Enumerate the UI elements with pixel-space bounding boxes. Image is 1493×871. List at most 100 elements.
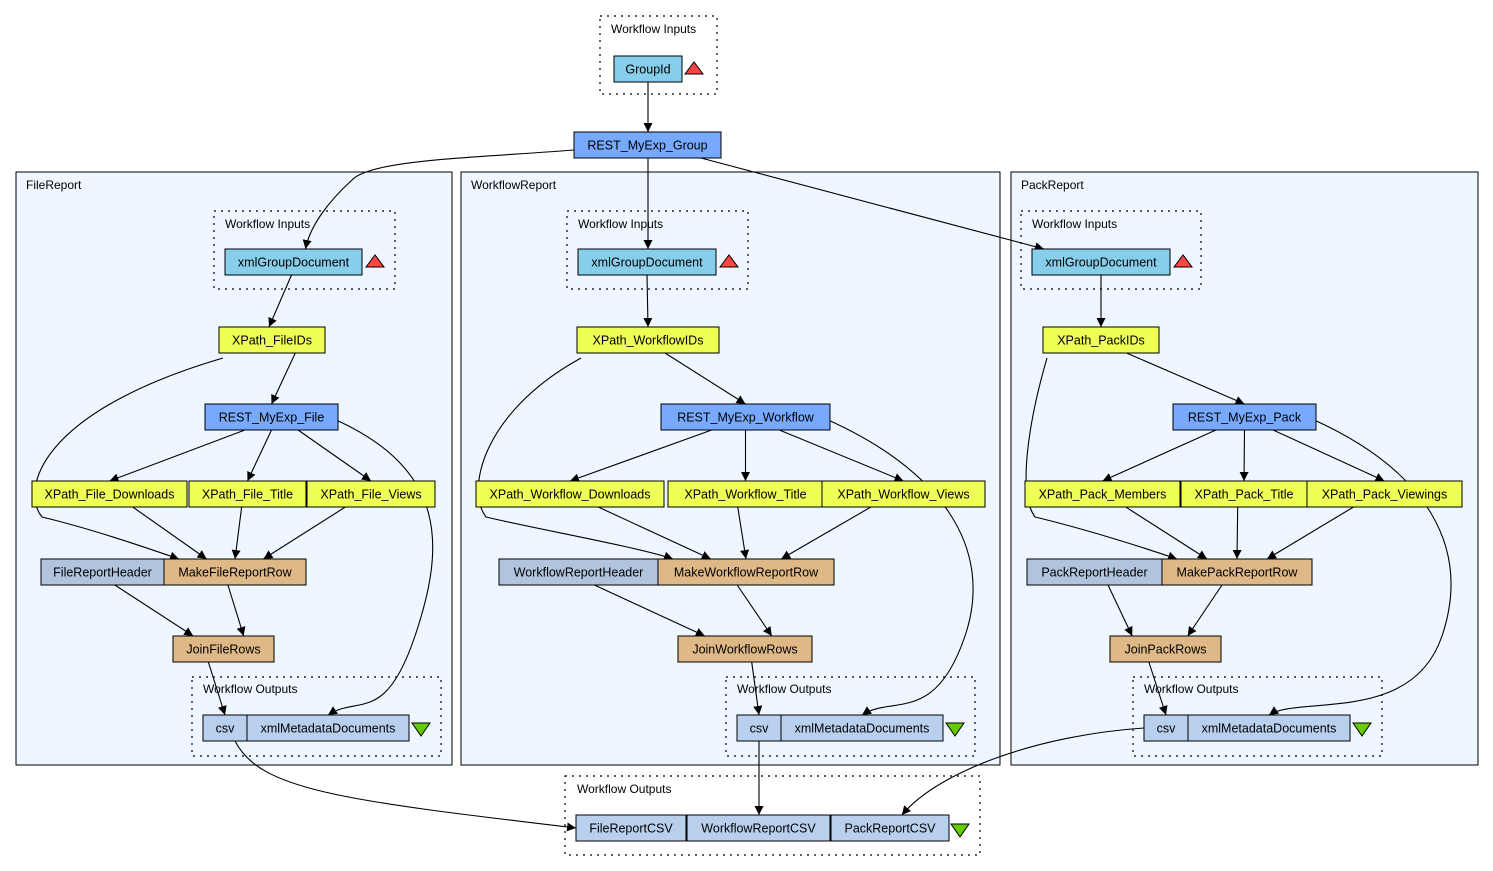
filereport-xpath-node-2[interactable]: XPath_File_Title xyxy=(188,480,307,508)
workflowreport-xmlgroupdocument-input[interactable]: xmlGroupDocument xyxy=(577,248,717,276)
packreportcsv-output-label: PackReportCSV xyxy=(844,822,936,836)
packreport-xpath-node-3[interactable]: XPath_Pack_Viewings xyxy=(1306,480,1463,508)
groupid-input-node-box xyxy=(613,55,683,83)
filereport-rest-node-box xyxy=(204,403,339,431)
rest-myexp-group-node[interactable]: REST_MyExp_Group xyxy=(573,131,722,159)
packreport-make-row-node-box xyxy=(1161,558,1313,586)
filereport-workflow-outputs-label: Workflow Outputs xyxy=(203,682,297,696)
workflowreport-xpath-ids-node-box xyxy=(576,326,720,354)
workflowreport-xmlgroupdocument-input-label: xmlGroupDocument xyxy=(591,256,703,270)
filereportcsv-output[interactable]: FileReportCSV xyxy=(575,814,687,842)
workflowreport-csv-output[interactable]: csv xyxy=(736,714,782,742)
packreport-xpath-node-2[interactable]: XPath_Pack_Title xyxy=(1180,480,1308,508)
rest-myexp-group-node-label: REST_MyExp_Group xyxy=(587,139,707,153)
filereport-join-rows-node-box xyxy=(172,635,275,663)
filereport-csv-output[interactable]: csv xyxy=(202,714,248,742)
workflowreportcsv-output-label: WorkflowReportCSV xyxy=(701,822,816,836)
workflowreport-make-row-node[interactable]: MakeWorkflowReportRow xyxy=(657,558,835,586)
packreportcsv-output[interactable]: PackReportCSV xyxy=(830,814,950,842)
workflowreport-xmlmetadata-output-box xyxy=(780,714,944,742)
workflowreport-xpath-node-3[interactable]: XPath_Workflow_Views xyxy=(821,480,986,508)
packreport-csv-output[interactable]: csv xyxy=(1143,714,1189,742)
workflowreport-xpath-node-3-box xyxy=(821,480,986,508)
workflowreport-edge-header-join xyxy=(594,584,706,637)
filereport-xpath-node-3[interactable]: XPath_File_Views xyxy=(306,480,436,508)
packreport-xmlgroupdocument-input[interactable]: xmlGroupDocument xyxy=(1031,248,1171,276)
workflowreport-output-marker-icon xyxy=(945,722,965,737)
filereport-edge-ids-rest xyxy=(271,352,296,405)
packreport-edge-ids-row xyxy=(1025,357,1178,561)
packreport-xmlmetadata-output-box xyxy=(1187,714,1351,742)
workflowreport-xmlmetadata-output[interactable]: xmlMetadataDocuments xyxy=(780,714,944,742)
filereportcsv-output-box xyxy=(575,814,687,842)
packreport-make-row-node[interactable]: MakePackReportRow xyxy=(1161,558,1313,586)
filereport-csv-output-label: csv xyxy=(216,722,236,736)
filereport-xmlmetadata-output[interactable]: xmlMetadataDocuments xyxy=(246,714,410,742)
workflowreport-edge-xpath-row-1 xyxy=(597,506,712,560)
input-marker-icon xyxy=(684,61,704,75)
packreport-csv-output-box xyxy=(1143,714,1189,742)
filereport-edge-join-csv xyxy=(207,661,227,716)
packreport-rest-node-box xyxy=(1172,403,1317,431)
workflowreport-header-node[interactable]: WorkflowReportHeader xyxy=(498,558,659,586)
packreport-join-rows-node[interactable]: JoinPackRows xyxy=(1109,635,1222,663)
workflowreport-xpath-node-2[interactable]: XPath_Workflow_Title xyxy=(667,480,824,508)
packreport-input-marker-icon xyxy=(1173,254,1193,268)
filereport-xmlgroupdocument-input-label: xmlGroupDocument xyxy=(238,256,350,270)
workflowreport-csv-output-label: csv xyxy=(750,722,770,736)
packreport-join-rows-node-box xyxy=(1109,635,1222,663)
workflowreport-xpath-node-1[interactable]: XPath_Workflow_Downloads xyxy=(475,480,665,508)
packreport-xmlmetadata-output[interactable]: xmlMetadataDocuments xyxy=(1187,714,1351,742)
packreport-rest-node[interactable]: REST_MyExp_Pack xyxy=(1172,403,1317,431)
packreport-edge-rest-xpath-3 xyxy=(1272,429,1385,482)
packreport-rest-node-label: REST_MyExp_Pack xyxy=(1188,411,1302,425)
filereport-edge-header-join xyxy=(114,584,194,637)
packreport-xmlgroupdocument-input-label: xmlGroupDocument xyxy=(1045,256,1157,270)
groupid-input-node-label: GroupId xyxy=(625,63,670,77)
top-workflow-outputs-group xyxy=(564,775,981,856)
filereport-edge-xpath-row-3 xyxy=(263,506,346,560)
groupid-input-node[interactable]: GroupId xyxy=(613,55,683,83)
filereport-xpath-node-1-box xyxy=(31,480,188,508)
filereport-xpath-node-1[interactable]: XPath_File_Downloads xyxy=(31,480,188,508)
packreport-edge-row-join xyxy=(1187,584,1223,637)
workflowreport-xmlgroupdocument-input-box xyxy=(577,248,717,276)
workflowreport-workflow-inputs-label: Workflow Inputs xyxy=(578,217,663,231)
packreport-header-node[interactable]: PackReportHeader xyxy=(1026,558,1163,586)
packreport-edge-rest-xmlmetadata xyxy=(1268,418,1452,716)
filereport-edge-rest-xpath-1 xyxy=(109,429,246,483)
filereport-header-node[interactable]: FileReportHeader xyxy=(40,558,165,586)
packreport-xmlmetadata-output-label: xmlMetadataDocuments xyxy=(1202,722,1337,736)
filereport-xpath-ids-node[interactable]: XPath_FileIDs xyxy=(218,326,326,354)
packreport-xpath-ids-node-box xyxy=(1042,326,1160,354)
filereport-edge-rest-xmlmetadata xyxy=(327,418,434,716)
workflowreport-make-row-node-box xyxy=(657,558,835,586)
filereport-edge-rest-xpath-3 xyxy=(297,429,372,482)
filereport-header-node-label: FileReportHeader xyxy=(53,566,152,580)
workflowreportcsv-output[interactable]: WorkflowReportCSV xyxy=(686,814,831,842)
packreport-output-marker-icon xyxy=(1352,722,1372,737)
workflowreport-join-rows-node-label: JoinWorkflowRows xyxy=(692,643,797,657)
filereport-xmlgroupdocument-input[interactable]: xmlGroupDocument xyxy=(224,248,363,276)
workflowreport-xpath-ids-node[interactable]: XPath_WorkflowIDs xyxy=(576,326,720,354)
workflowreport-rest-node[interactable]: REST_MyExp_Workflow xyxy=(660,403,831,431)
filereport-join-rows-node[interactable]: JoinFileRows xyxy=(172,635,275,663)
top-workflow-outputs-label: Workflow Outputs xyxy=(577,782,671,796)
edge-rest-group-pack-input xyxy=(700,157,1045,252)
filereport-rest-node[interactable]: REST_MyExp_File xyxy=(204,403,339,431)
top-output-marker-icon xyxy=(950,823,970,838)
filereport-xpath-ids-node-label: XPath_FileIDs xyxy=(232,334,312,348)
filereport-xpath-node-3-box xyxy=(306,480,436,508)
packreport-workflow-inputs-group xyxy=(1020,210,1202,290)
filereport-make-row-node[interactable]: MakeFileReportRow xyxy=(163,558,307,586)
packreport-xpath-node-1[interactable]: XPath_Pack_Members xyxy=(1024,480,1181,508)
filereport-input-marker-icon xyxy=(365,254,385,268)
filereport-xmlgroupdocument-input-box xyxy=(224,248,363,276)
workflowreport-join-rows-node[interactable]: JoinWorkflowRows xyxy=(677,635,813,663)
packreport-join-rows-node-label: JoinPackRows xyxy=(1125,643,1207,657)
packreport-xpath-ids-node-label: XPath_PackIDs xyxy=(1057,334,1145,348)
filereportcsv-output-label: FileReportCSV xyxy=(589,822,673,836)
packreport-csv-output-label: csv xyxy=(1157,722,1177,736)
workflowreportcsv-output-box xyxy=(686,814,831,842)
packreport-xpath-ids-node[interactable]: XPath_PackIDs xyxy=(1042,326,1160,354)
